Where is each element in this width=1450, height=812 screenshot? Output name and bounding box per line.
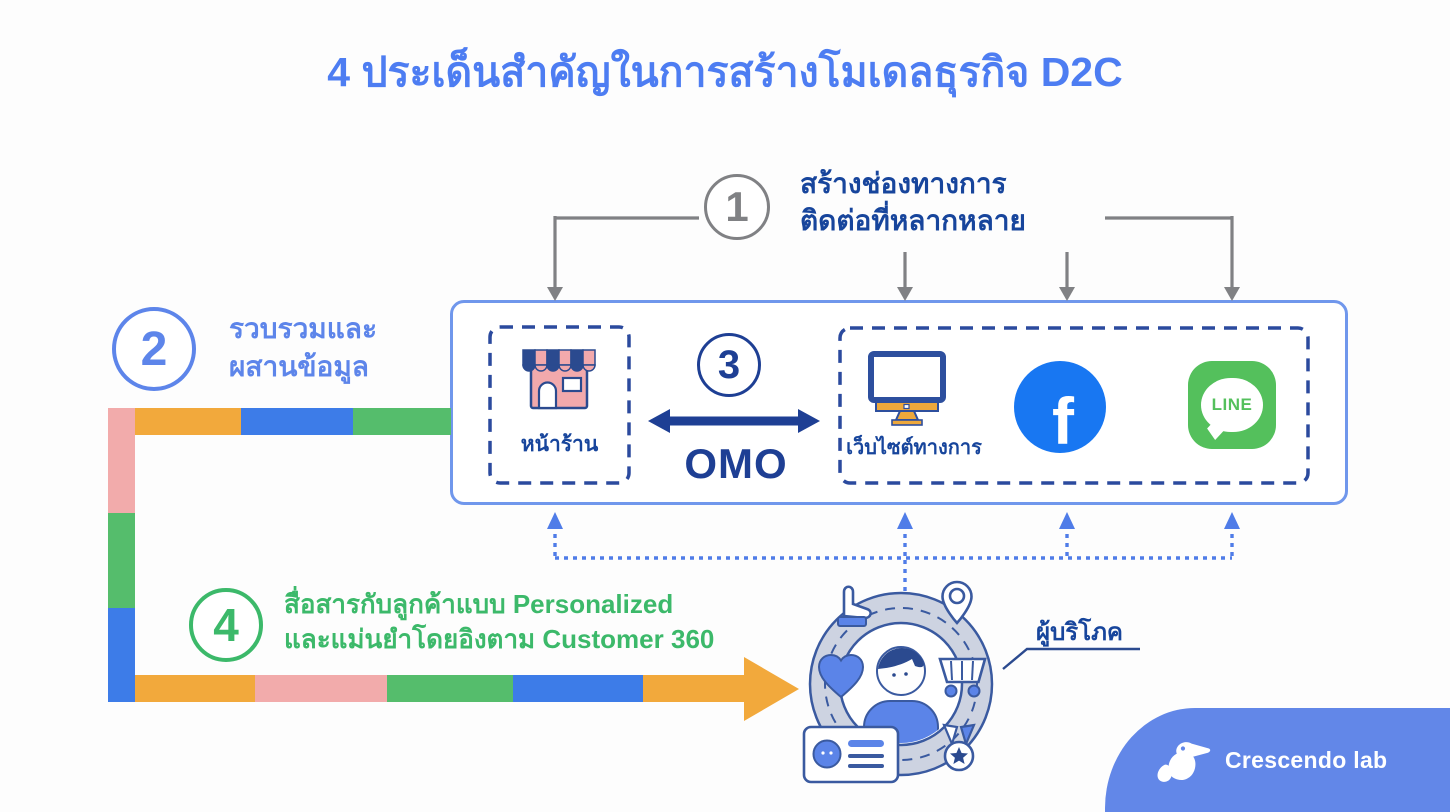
facebook-icon: f xyxy=(1014,361,1106,453)
page-title: 4 ประเด็นสำคัญในการสร้างโมเดลธุรกิจ D2C xyxy=(327,49,1123,95)
storefront-icon xyxy=(522,349,596,410)
shopping-cart-icon xyxy=(938,657,987,698)
feedback-arrowheads xyxy=(547,512,1240,529)
step2-line2: ผสานข้อมูล xyxy=(229,350,369,382)
step4-badge: 4 xyxy=(189,588,263,662)
cursor-hand-icon xyxy=(837,585,872,627)
step4-label: สื่อสารกับลูกค้าแบบ Personalized และแม่น… xyxy=(284,587,714,657)
consumer-illustration xyxy=(802,580,994,784)
id-card-icon xyxy=(802,725,900,784)
heart-icon xyxy=(817,653,865,699)
offline-channel-label: หน้าร้าน xyxy=(520,433,599,456)
brand-name: Crescendo lab xyxy=(1225,746,1388,773)
step1-line1: สร้างช่องทางการ xyxy=(800,168,1007,199)
consumer-label: ผู้บริโภค xyxy=(1036,619,1123,646)
step4-line1: สื่อสารกับลูกค้าแบบ Personalized xyxy=(284,589,674,619)
monitor-icon xyxy=(868,351,946,426)
step1-line2: ติดต่อที่หลากหลาย xyxy=(800,204,1026,236)
step3-badge: 3 xyxy=(697,333,761,397)
line-wordmark: LINE xyxy=(1211,395,1253,414)
step1-label: สร้างช่องทางการ ติดต่อที่หลากหลาย xyxy=(800,166,1026,240)
step2-line1: รวบรวมและ xyxy=(229,313,377,344)
omo-double-arrow-icon xyxy=(648,409,820,433)
facebook-f-glyph: f xyxy=(1052,384,1074,453)
line-speech-bubble: LINE xyxy=(1201,378,1263,440)
location-pin-icon xyxy=(941,580,973,625)
pelican-logo-icon xyxy=(1157,742,1211,782)
step2-label: รวบรวมและ ผสานข้อมูล xyxy=(229,310,377,386)
step2-badge: 2 xyxy=(112,307,196,391)
step1-arrowheads xyxy=(547,287,1240,301)
step1-badge: 1 xyxy=(704,174,770,240)
medal-icon xyxy=(942,723,976,772)
omo-label: OMO xyxy=(684,440,788,487)
step4-line2: และแม่นยำโดยอิงตาม Customer 360 xyxy=(284,624,715,655)
website-label: เว็บไซต์ทางการ xyxy=(846,437,982,459)
line-bubble-tail xyxy=(1207,418,1225,440)
consumer-person xyxy=(863,646,939,743)
brand-panel: Crescendo lab xyxy=(1105,708,1450,812)
line-icon: LINE xyxy=(1188,361,1276,449)
consumer-callout-line xyxy=(1002,647,1140,670)
